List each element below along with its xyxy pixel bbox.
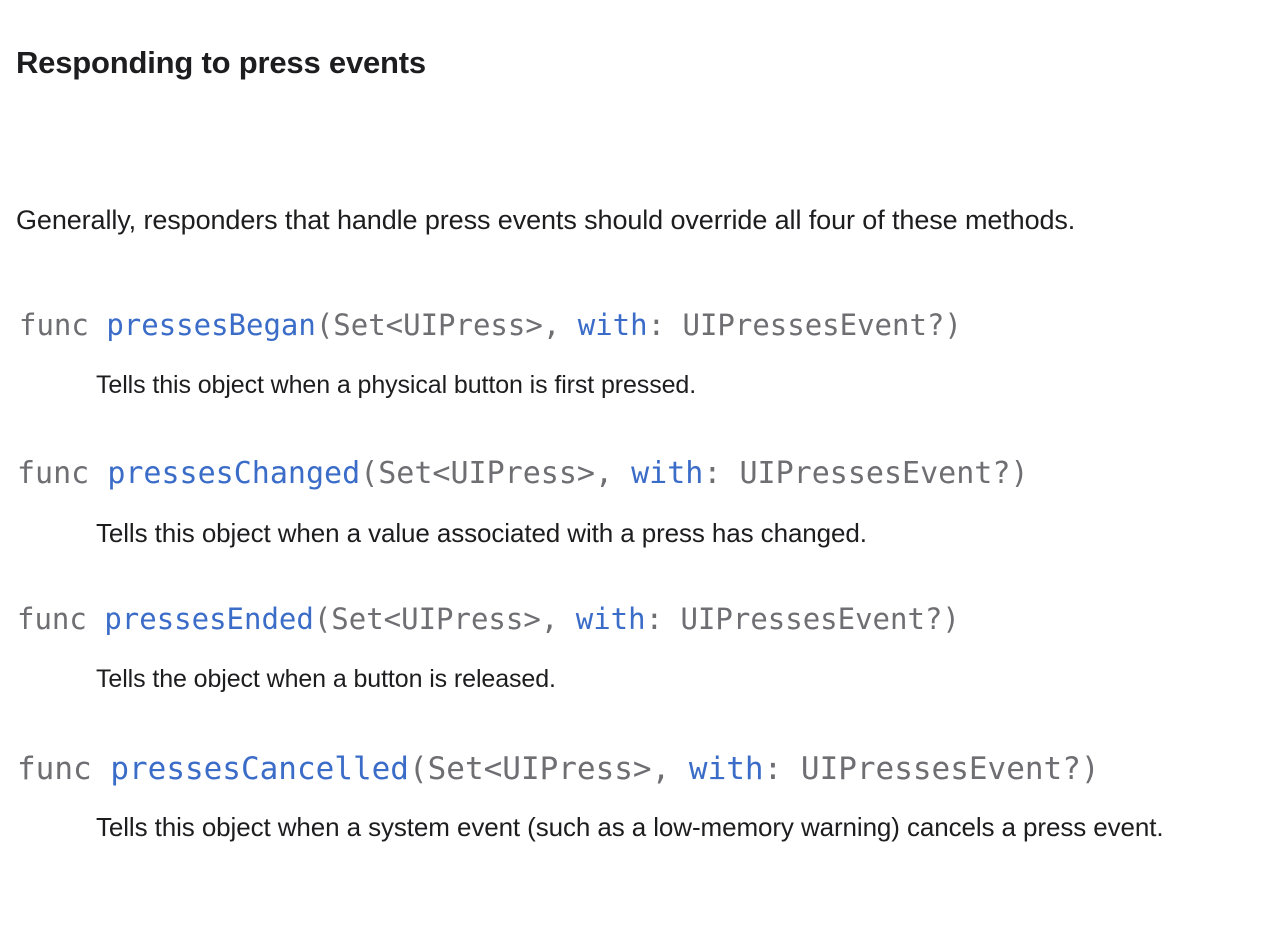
space (87, 602, 104, 636)
param-type-first: Set<UIPress> (427, 751, 652, 787)
list-item: func pressesCancelled(Set<UIPress>, with… (0, 742, 1262, 852)
open-paren: ( (408, 751, 428, 787)
symbol-name-link[interactable]: pressesCancelled (110, 751, 409, 787)
param-separator: , (595, 456, 632, 491)
keyword-func: func (19, 308, 89, 342)
symbol-list: func pressesBegan(Set<UIPress>, with: UI… (0, 300, 1262, 852)
keyword-func: func (17, 751, 92, 787)
symbol-signature[interactable]: func pressesEnded(Set<UIPress>, with: UI… (0, 594, 1262, 644)
param-separator: , (540, 602, 576, 636)
intro-paragraph: Generally, responders that handle press … (16, 205, 1076, 235)
space (89, 456, 107, 491)
param-colon: : (647, 308, 683, 342)
symbol-abstract: Tells the object when a button is releas… (96, 665, 556, 693)
symbol-name-link[interactable]: pressesBegan (106, 308, 316, 342)
param-type-second: UIPressesEvent? (800, 751, 1081, 787)
symbol-signature[interactable]: func pressesBegan(Set<UIPress>, with: UI… (0, 300, 1262, 350)
page-title: Responding to press events (16, 44, 426, 80)
space (89, 308, 106, 342)
param-separator: , (542, 308, 578, 342)
symbol-name-link[interactable]: pressesEnded (104, 602, 314, 636)
param-colon: : (703, 456, 740, 491)
close-paren: ) (944, 308, 962, 342)
open-paren: ( (313, 602, 332, 636)
keyword-func: func (17, 602, 87, 636)
param-colon: : (645, 602, 681, 636)
param-type-second: UIPressesEvent? (680, 602, 943, 636)
param-type-first: Set<UIPress> (331, 602, 541, 636)
param-separator: , (651, 751, 689, 787)
param-colon: : (763, 751, 801, 787)
param-label: with (575, 602, 646, 636)
param-type-first: Set<UIPress> (378, 456, 595, 491)
symbol-abstract: Tells this object when a system event (s… (96, 812, 1164, 842)
close-paren: ) (942, 602, 960, 636)
list-item: func pressesChanged(Set<UIPress>, with: … (0, 448, 1262, 558)
param-type-first: Set<UIPress> (333, 308, 543, 342)
list-item: func pressesEnded(Set<UIPress>, with: UI… (0, 594, 1262, 704)
param-label: with (688, 751, 764, 787)
space (92, 751, 111, 787)
close-paren: ) (1010, 456, 1029, 491)
symbol-signature[interactable]: func pressesCancelled(Set<UIPress>, with… (0, 742, 1262, 796)
symbol-abstract: Tells this object when a value associate… (96, 518, 867, 548)
open-paren: ( (315, 308, 334, 342)
param-label: with (577, 308, 648, 342)
symbol-name-link[interactable]: pressesChanged (107, 456, 361, 491)
param-type-second: UIPressesEvent? (739, 456, 1011, 491)
keyword-func: func (17, 456, 90, 491)
close-paren: ) (1080, 751, 1100, 787)
symbol-abstract: Tells this object when a physical button… (96, 371, 697, 399)
list-item: func pressesBegan(Set<UIPress>, with: UI… (0, 300, 1262, 410)
param-type-second: UIPressesEvent? (682, 308, 945, 342)
param-label: with (631, 456, 704, 491)
symbol-signature[interactable]: func pressesChanged(Set<UIPress>, with: … (0, 448, 1262, 500)
open-paren: ( (360, 456, 379, 491)
